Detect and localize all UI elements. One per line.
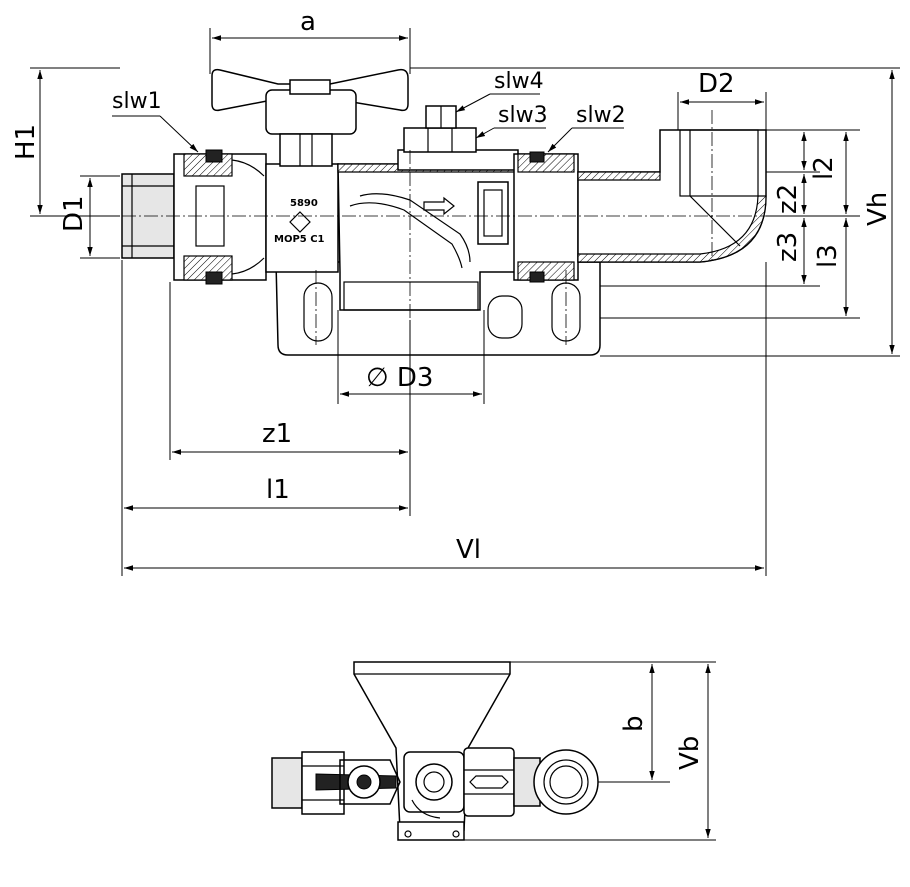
flow-arrow-icon <box>423 196 455 216</box>
dim-label-z3: z3 <box>773 232 803 262</box>
quality-mark-icon <box>289 211 311 233</box>
bracket-slot-left <box>303 282 333 342</box>
top-view <box>271 661 599 841</box>
cover-plate <box>397 149 519 171</box>
top-dimensions: b Vb <box>464 661 716 841</box>
dim-label-H1: H1 <box>11 124 41 160</box>
label-slw1: slw1 <box>112 89 162 114</box>
valve-stem <box>279 133 333 167</box>
front-dimensions: a H1 D1 slw1 slw4 slw3 slw2 D2 <box>11 7 900 576</box>
dim-label-Vb: Vb <box>675 736 705 770</box>
dim-label-l3: l3 <box>813 244 843 268</box>
dim-label-D3: ∅ D3 <box>366 363 433 393</box>
valve-body <box>265 163 339 273</box>
dim-label-z2: z2 <box>773 184 803 214</box>
front-view: 5890 MOP5 C1 <box>100 68 850 356</box>
label-slw3: slw3 <box>498 103 548 128</box>
label-slw4: slw4 <box>494 69 544 94</box>
dim-label-Vh: Vh <box>863 192 893 226</box>
dim-label-a: a <box>300 7 316 37</box>
dim-label-D2: D2 <box>698 69 735 99</box>
bracket-slot-mid <box>487 295 523 339</box>
dim-label-z1: z1 <box>262 419 292 449</box>
dim-label-l2: l2 <box>809 156 839 180</box>
dim-label-D1: D1 <box>59 195 89 232</box>
union-nut-slw2 <box>513 153 579 281</box>
dim-label-Vl: Vl <box>456 535 481 565</box>
dim-label-l1: l1 <box>266 475 290 505</box>
body-rating: MOP5 C1 <box>274 234 325 245</box>
body-code: 5890 <box>290 198 318 209</box>
nut-slw3 <box>403 127 477 153</box>
label-slw2: slw2 <box>576 103 626 128</box>
dim-label-b: b <box>619 715 649 732</box>
handle-hub <box>265 89 357 135</box>
